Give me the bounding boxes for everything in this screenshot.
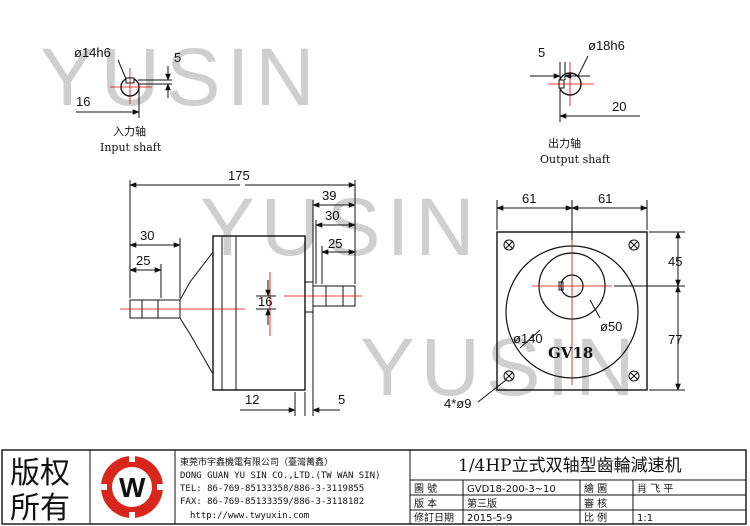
- corner-holes: [503, 239, 640, 382]
- row-key: 比 例: [584, 511, 607, 524]
- output-shaft-section: [530, 55, 640, 122]
- row-key: 審 核: [584, 497, 607, 510]
- dim-output-shaft-inner: 30: [325, 208, 339, 223]
- output-keyway-width: 5: [538, 45, 545, 60]
- dim-output-key-length: 25: [328, 236, 342, 251]
- drawing-title: 1/4HP立式双轴型齒輪減速机: [458, 456, 682, 476]
- dim-boss-diameter: ø50: [600, 319, 622, 334]
- dim-flange-thickness: 12: [245, 392, 259, 407]
- title-block: [1, 449, 747, 525]
- row-value: 第三版: [467, 497, 497, 510]
- dim-half-width-right: 61: [598, 191, 612, 206]
- watermark-group: YUSIN YUSIN YUSIN: [40, 32, 641, 413]
- row-key: 圖 號: [414, 482, 437, 495]
- output-shaft-label-en: Output shaft: [540, 153, 611, 166]
- output-shaft-diameter: ø18h6: [588, 38, 625, 53]
- dim-half-width-left: 61: [522, 191, 536, 206]
- company-name-en: DONG GUAN YU SIN CO.,LTD.(TW WAN SIN): [180, 471, 380, 481]
- company-website: http://www.twyuxin.com: [190, 511, 309, 521]
- svg-text:W: W: [119, 472, 146, 503]
- watermark-text: YUSIN: [40, 32, 321, 123]
- dim-input-shaft-length: 30: [140, 228, 154, 243]
- output-key-height: 20: [612, 99, 626, 114]
- row-value: GVD18-200-3~10: [467, 484, 556, 495]
- input-keyway-width: 5: [174, 50, 181, 65]
- row-key: 版 本: [414, 497, 437, 510]
- front-view: [477, 200, 685, 403]
- input-shaft-diameter: ø14h6: [74, 45, 111, 60]
- model-mark: GV18: [548, 344, 593, 362]
- input-shaft-label-en: Input shaft: [100, 141, 162, 154]
- company-name-cn: 東莞市宇鑫機電有限公司（臺灣萬鑫）: [180, 456, 333, 468]
- company-logo: W: [99, 454, 165, 520]
- dim-mounting-holes: 4*ø9: [444, 396, 471, 411]
- side-view: [120, 180, 362, 416]
- output-shaft-label-cn: 出力轴: [548, 136, 581, 150]
- dim-gap: 5: [338, 392, 345, 407]
- input-key-height: 16: [76, 94, 90, 109]
- input-shaft-label-cn: 入力轴: [113, 124, 146, 138]
- copyright-stamp-line2: 所有: [10, 491, 70, 526]
- company-fax: FAX: 86-769-85133359/886-3-3118182: [180, 497, 364, 507]
- row-value: 2015-5-9: [467, 513, 512, 524]
- dim-output-shaft-length: 39: [322, 188, 336, 203]
- dim-overall-length: 175: [228, 168, 250, 183]
- row-value: 1:1: [637, 513, 653, 524]
- dim-upper-offset: 45: [668, 254, 682, 269]
- input-shaft-section: [76, 59, 172, 118]
- dim-lower-offset: 77: [668, 332, 682, 347]
- dim-bolt-circle: ø140: [513, 331, 543, 346]
- row-value: 肖 飞 平: [637, 482, 673, 495]
- watermark-text: YUSIN: [200, 182, 481, 273]
- copyright-stamp-line1: 版权: [10, 456, 70, 491]
- dim-center-height: 16: [258, 294, 272, 309]
- company-tel: TEL: 86-769-85133358/886-3-3119855: [180, 484, 364, 494]
- row-key: 繪 圖: [584, 482, 607, 495]
- dim-input-key-length: 25: [136, 253, 150, 268]
- watermark-text: YUSIN: [360, 322, 641, 413]
- row-key: 修訂日期: [414, 511, 454, 524]
